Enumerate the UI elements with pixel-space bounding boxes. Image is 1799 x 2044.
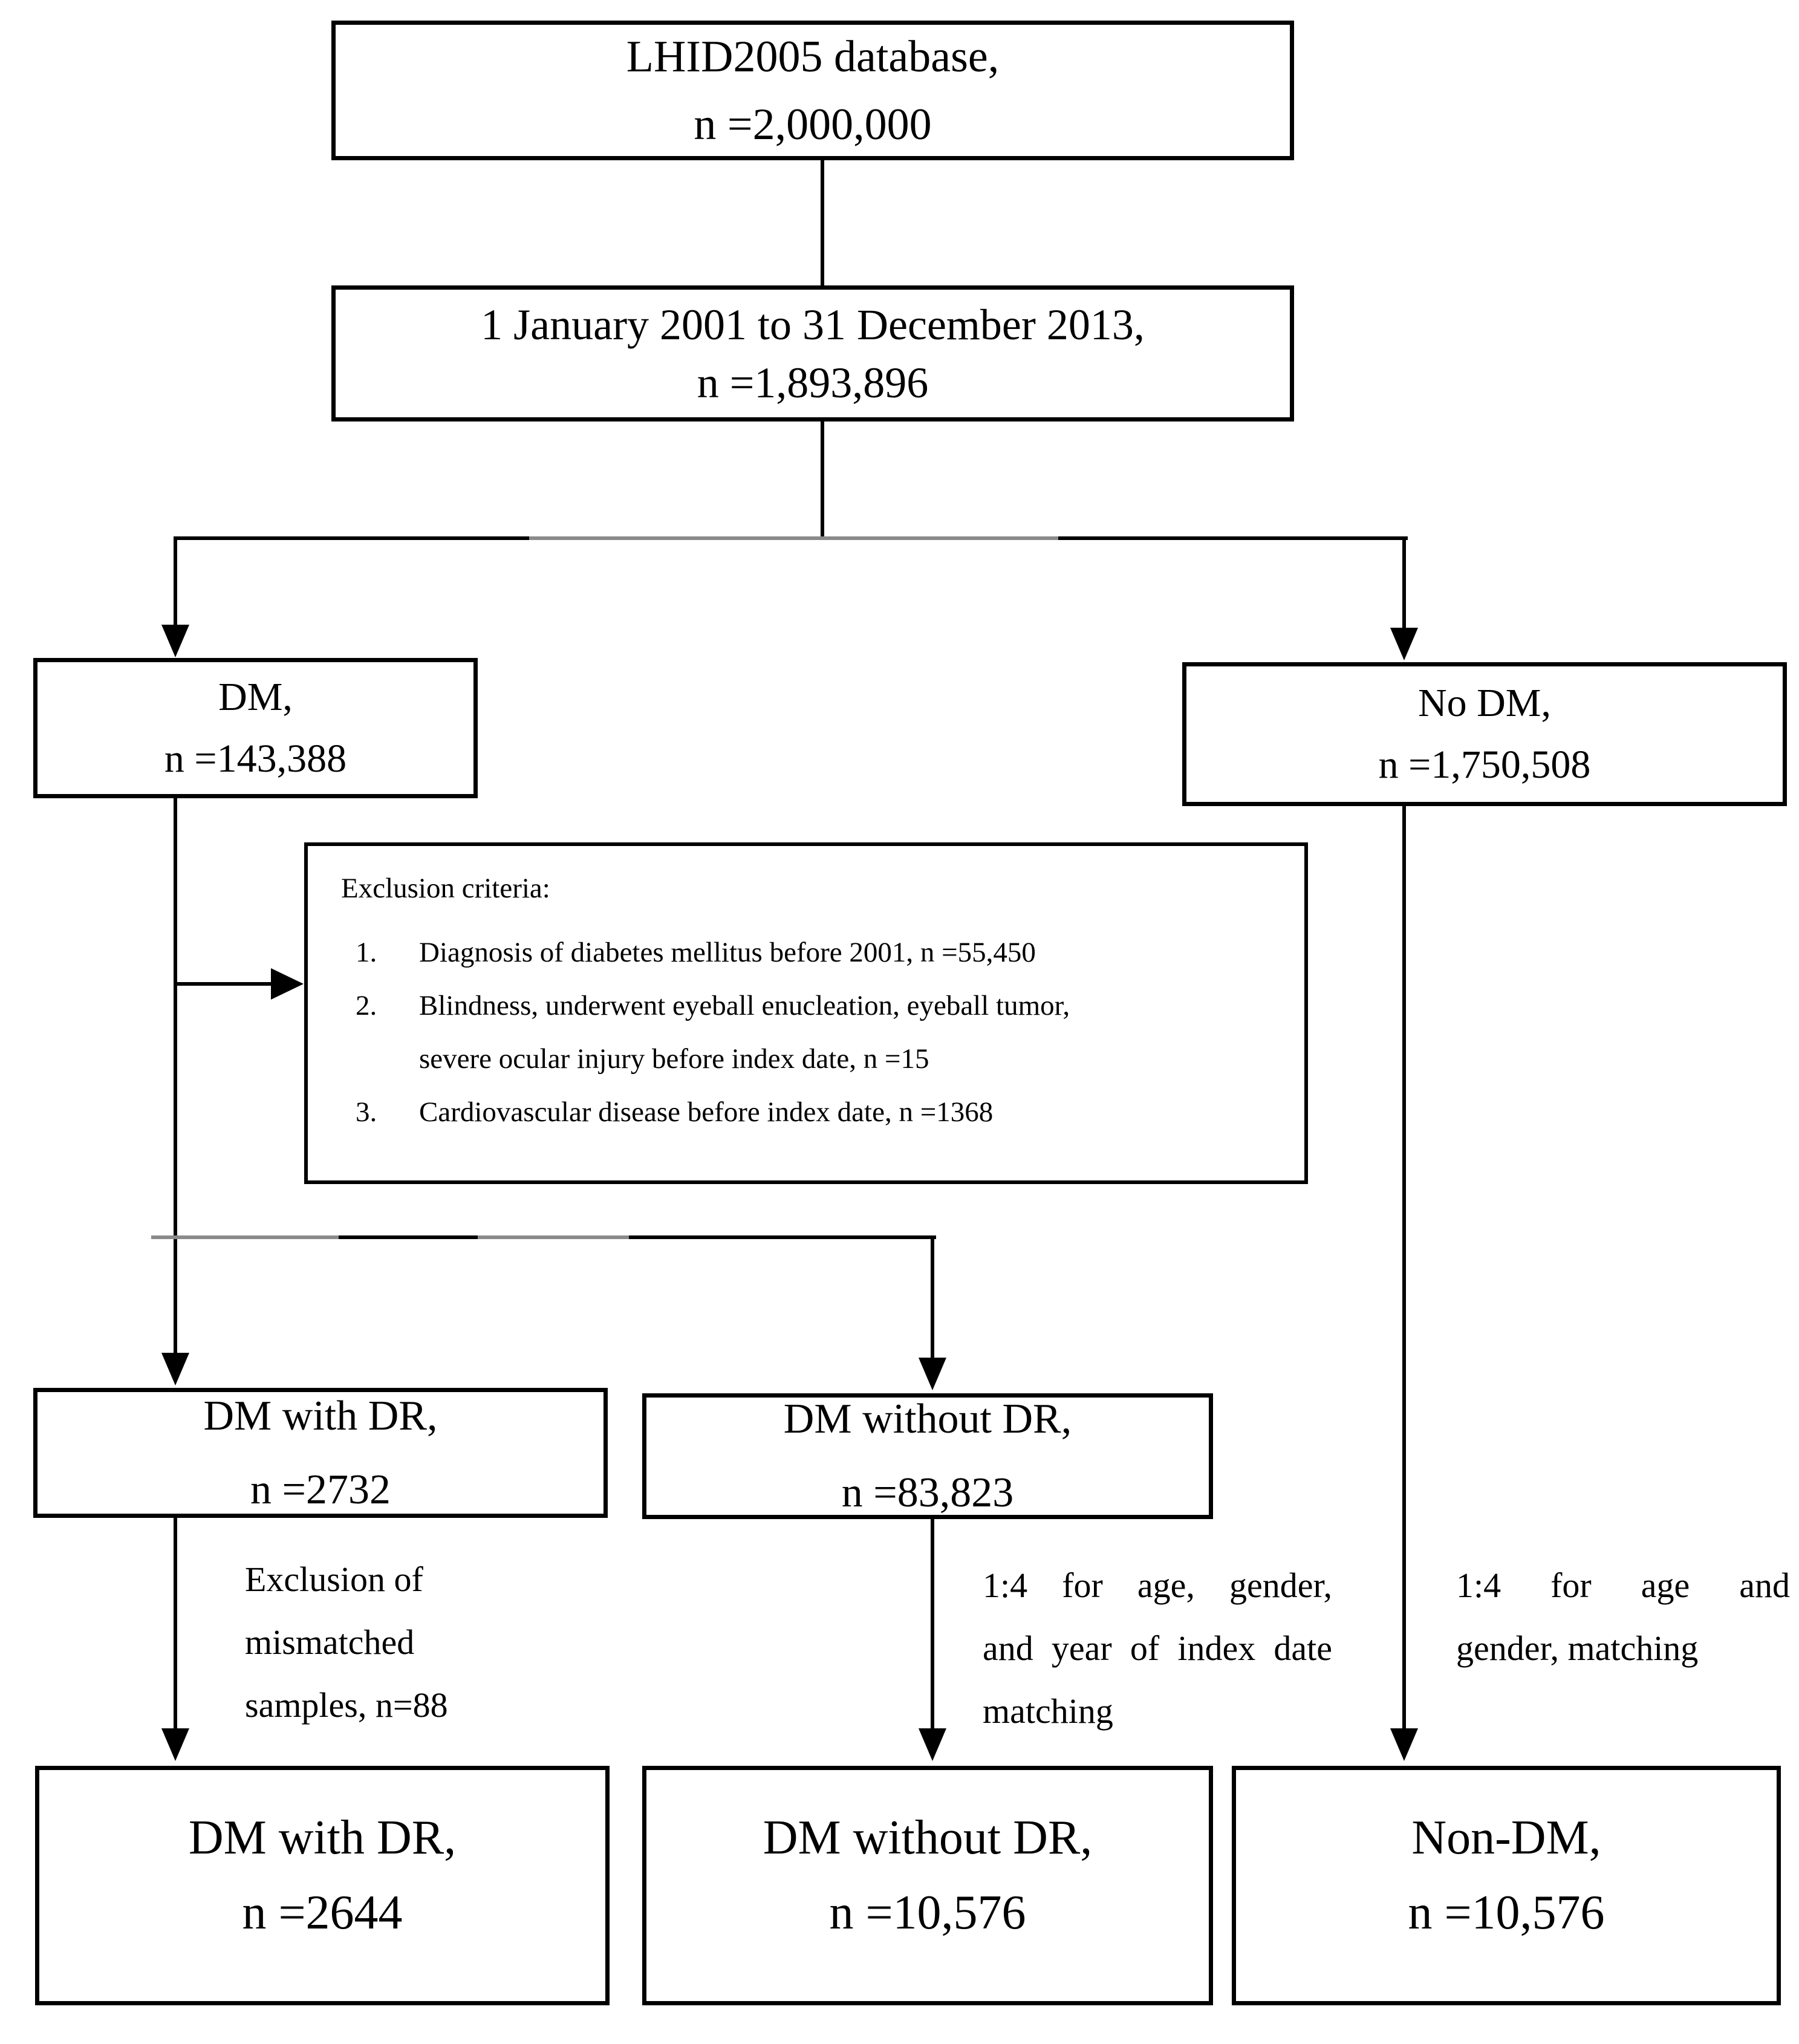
box-dm: DM, n =143,388: [33, 658, 478, 798]
label-mismatch-line1: Exclusion of: [245, 1560, 423, 1599]
branch-line-dr-gray-artifact-2: [478, 1235, 629, 1239]
box-dm-with-dr-final-line2: n =2644: [242, 1886, 403, 1939]
exclusion-item-2-text-line1: Blindness, underwent eyeball enucleation…: [419, 990, 1070, 1021]
arrowhead-down-dm-with-dr-final: [161, 1728, 189, 1761]
connector-nodm-to-final: [1402, 806, 1406, 1730]
box-no-dm-line1: No DM,: [1417, 681, 1551, 725]
connector-branch-to-dm: [174, 536, 177, 626]
branch-line-gray-artifact: [529, 536, 1058, 540]
box-dm-without-dr-final-line1: DM without DR,: [763, 1811, 1093, 1864]
label-matching-dm-line1: 1:4 for age, gender,: [983, 1566, 1332, 1605]
connector-period-to-branch: [821, 421, 824, 538]
box-lhid-database: LHID2005 database, n =2,000,000: [331, 21, 1294, 160]
label-mismatch-exclusion: Exclusion of mismatched samples, n=88: [245, 1548, 523, 1737]
box-dm-without-dr-initial-line1: DM without DR,: [783, 1396, 1072, 1442]
label-matching-dm-line3: matching: [983, 1691, 1113, 1731]
connector-dm-to-lower-branch: [174, 797, 177, 1239]
box-study-period: 1 January 2001 to 31 December 2013, n =1…: [331, 285, 1294, 421]
arrowhead-down-dm-without-dr: [919, 1358, 946, 1390]
label-matching-dm: 1:4 for age, gender, and year of index d…: [983, 1554, 1332, 1743]
arrowhead-down-nodm: [1390, 628, 1418, 660]
branch-line-dr-gray-artifact-1: [151, 1235, 339, 1239]
exclusion-item-3-text: Cardiovascular disease before index date…: [419, 1096, 994, 1128]
box-dm-without-dr-final: DM without DR, n =10,576: [642, 1766, 1213, 2005]
connector-dm-with-dr-to-final: [174, 1518, 177, 1730]
box-dm-line2: n =143,388: [164, 737, 347, 781]
label-matching-non-dm: 1:4 for age and gender, matching: [1456, 1554, 1790, 1680]
exclusion-item-1-text: Diagnosis of diabetes mellitus before 20…: [419, 937, 1036, 968]
box-lhid-database-line2: n =2,000,000: [694, 99, 932, 149]
box-dm-without-dr-initial: DM without DR, n =83,823: [642, 1393, 1213, 1519]
box-no-dm-line2: n =1,750,508: [1378, 743, 1591, 787]
exclusion-item-2-number: 2.: [356, 990, 377, 1021]
box-exclusion-criteria: Exclusion criteria: 1. Diagnosis of diab…: [304, 842, 1308, 1184]
label-mismatch-line3: samples, n=88: [245, 1685, 448, 1725]
arrowhead-down-non-dm-final: [1390, 1728, 1418, 1761]
exclusion-item-2: 2. Blindness, underwent eyeball enucleat…: [356, 979, 1284, 1085]
label-matching-non-dm-line1: 1:4 for age and: [1456, 1566, 1790, 1605]
box-dm-with-dr-initial-line2: n =2732: [250, 1466, 391, 1513]
exclusion-title: Exclusion criteria:: [341, 873, 550, 904]
exclusion-item-3-number: 3.: [356, 1096, 377, 1128]
connector-dm-without-dr-to-final: [931, 1519, 934, 1730]
box-non-dm-final-line1: Non-DM,: [1411, 1811, 1601, 1864]
box-dm-with-dr-final-line1: DM with DR,: [188, 1811, 457, 1864]
box-dm-with-dr-initial: DM with DR, n =2732: [33, 1388, 608, 1518]
box-study-period-line2: n =1,893,896: [697, 358, 929, 407]
connector-database-to-period: [821, 160, 824, 285]
box-dm-with-dr-final: DM with DR, n =2644: [35, 1766, 610, 2005]
connector-branch-to-dm-without-dr: [931, 1235, 934, 1359]
arrowhead-down-dm-without-dr-final: [919, 1728, 946, 1761]
exclusion-item-1: 1. Diagnosis of diabetes mellitus before…: [356, 926, 1284, 979]
label-mismatch-line2: mismatched: [245, 1623, 415, 1662]
box-no-dm: No DM, n =1,750,508: [1182, 662, 1787, 806]
connector-branch-to-dm-with-dr: [174, 1239, 177, 1354]
exclusion-item-1-number: 1.: [356, 937, 377, 968]
box-lhid-database-line1: LHID2005 database,: [626, 31, 1000, 82]
label-matching-dm-line2: and year of index date: [983, 1629, 1332, 1668]
exclusion-item-2-text-line2: severe ocular injury before index date, …: [419, 1043, 929, 1075]
arrowhead-down-dm-with-dr: [161, 1353, 189, 1385]
arrowhead-down-dm: [161, 625, 189, 657]
connector-branch-to-nodm: [1402, 536, 1406, 629]
exclusion-item-3: 3. Cardiovascular disease before index d…: [356, 1085, 1284, 1139]
box-dm-line1: DM,: [218, 675, 293, 719]
box-non-dm-final-line2: n =10,576: [1408, 1886, 1605, 1939]
box-study-period-line1: 1 January 2001 to 31 December 2013,: [481, 300, 1145, 349]
box-dm-with-dr-initial-line1: DM with DR,: [203, 1392, 438, 1439]
arrowhead-right-exclusion: [271, 968, 304, 1000]
box-dm-without-dr-final-line2: n =10,576: [829, 1886, 1026, 1939]
connector-dm-to-exclusion: [175, 982, 271, 986]
box-dm-without-dr-initial-line2: n =83,823: [841, 1470, 1014, 1516]
label-matching-non-dm-line2: gender, matching: [1456, 1629, 1699, 1668]
box-non-dm-final: Non-DM, n =10,576: [1232, 1766, 1781, 2005]
